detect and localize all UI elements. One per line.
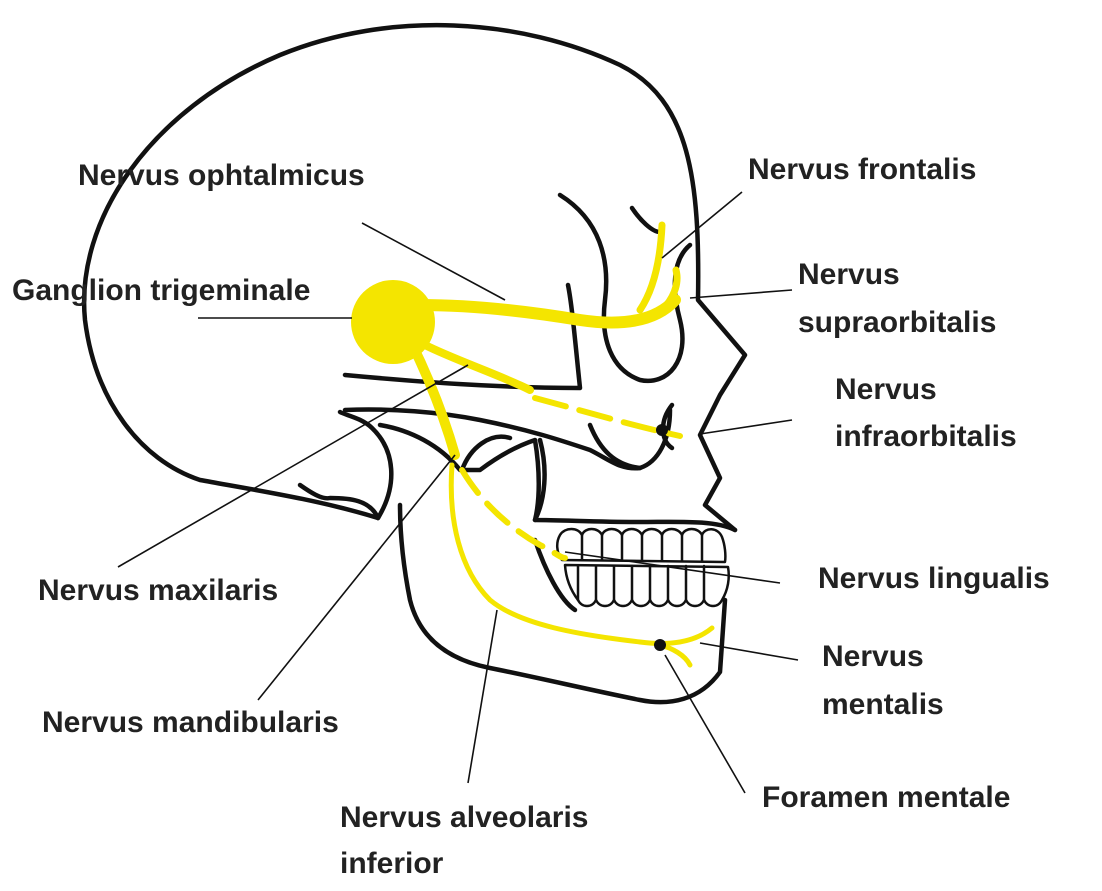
frontal-nerve — [640, 225, 662, 310]
leader-mentalis — [700, 643, 798, 660]
label-infraorbitalis-line2: infraorbitalis — [835, 419, 1017, 455]
orbit-outline — [560, 195, 690, 381]
label-alveolaris-line2: inferior — [340, 846, 443, 882]
leader-frontalis — [662, 192, 742, 258]
label-nervus-lingualis: Nervus lingualis — [818, 561, 1050, 597]
leader-mandibularis — [258, 455, 455, 700]
leader-alveolaris — [468, 610, 497, 783]
tooth-dividers-lower — [578, 566, 704, 600]
label-foramen-mentale: Foramen mentale — [762, 780, 1010, 816]
label-supraorbitalis-line2: supraorbitalis — [798, 305, 996, 341]
label-supraorbitalis-line1: Nervus — [798, 257, 900, 293]
label-nervus-mandibularis: Nervus mandibularis — [42, 705, 339, 741]
label-nervus-frontalis: Nervus frontalis — [748, 152, 976, 188]
infraorbital-foramen-dot — [656, 424, 668, 436]
ganglion-trigeminale-shape — [351, 280, 435, 364]
leader-infraorbitalis — [700, 420, 792, 434]
label-ganglion-trigeminale: Ganglion trigeminale — [12, 273, 310, 309]
label-alveolaris-line1: Nervus alveolaris — [340, 800, 588, 836]
label-nervus-ophtalmicus: Nervus ophtalmicus — [78, 158, 365, 194]
brow-notch — [632, 208, 660, 232]
mental-foramen-dot — [654, 639, 666, 651]
label-infraorbitalis-line1: Nervus — [835, 372, 937, 408]
leader-supraorbitalis — [690, 290, 792, 298]
lingual-nerve-dashed — [462, 470, 565, 558]
label-mentalis-line2: mentalis — [822, 687, 944, 723]
mandible-outline — [400, 505, 725, 702]
leader-foramen — [665, 655, 745, 793]
maxilla-outline — [535, 440, 735, 530]
label-mentalis-line1: Nervus — [822, 639, 924, 675]
nerves — [351, 225, 712, 665]
label-nervus-maxilaris: Nervus maxilaris — [38, 573, 278, 609]
mandible-ramus — [380, 425, 539, 520]
teeth — [557, 529, 729, 606]
